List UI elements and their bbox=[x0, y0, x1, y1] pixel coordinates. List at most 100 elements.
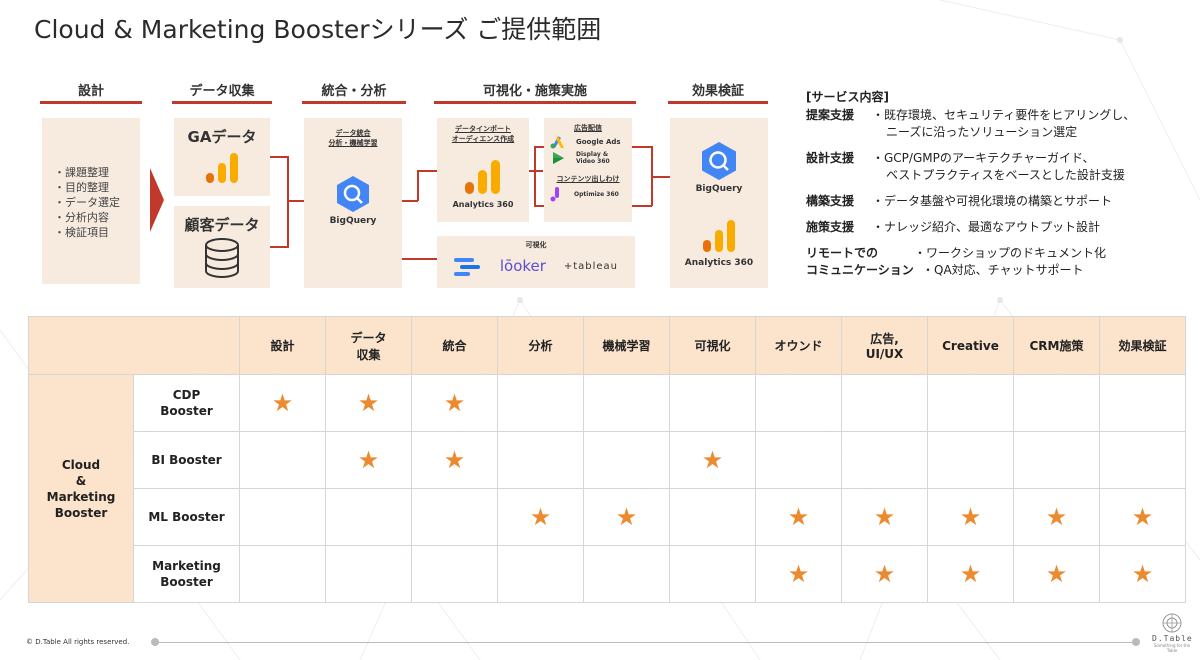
star-icon: ★ bbox=[1045, 560, 1068, 588]
row-name-cell: BI Booster bbox=[133, 431, 240, 489]
star-cell: ★ bbox=[411, 374, 498, 432]
design-item: データ選定 bbox=[54, 195, 120, 210]
brand-logo: D.Table Something for the Table bbox=[1152, 612, 1192, 653]
star-icon: ★ bbox=[443, 389, 466, 417]
integration-subheading: 分析・機械学習 bbox=[328, 139, 378, 147]
empty-cell bbox=[497, 374, 584, 432]
tableau-label: +tableau bbox=[563, 260, 619, 272]
visualization-heading: 可視化 bbox=[525, 241, 547, 249]
service-rows: 提案支援・既存環境、セキュリティ要件をヒアリングし、ニーズに沿ったソリューション… bbox=[806, 107, 1186, 236]
column-header: 設計 bbox=[239, 316, 326, 375]
service-desc-line: ベストプラクティスをベースとした設計支援 bbox=[886, 168, 1125, 182]
connector-line bbox=[270, 246, 288, 248]
connector-line bbox=[529, 170, 543, 172]
star-cell: ★ bbox=[841, 545, 928, 603]
star-icon: ★ bbox=[1131, 503, 1154, 531]
star-icon: ★ bbox=[357, 446, 380, 474]
empty-cell bbox=[669, 488, 756, 546]
display-video-icon bbox=[553, 152, 564, 164]
column-header: オウンド bbox=[755, 316, 842, 375]
empty-cell bbox=[1013, 431, 1100, 489]
empty-cell bbox=[411, 488, 498, 546]
empty-cell bbox=[927, 431, 1014, 489]
connector-line bbox=[651, 176, 671, 178]
remote-desc: ・ワークショップのドキュメント化 bbox=[914, 246, 1107, 260]
flow-arrow-icon bbox=[150, 168, 164, 232]
integration-box: データ統合 分析・機械学習 BigQuery bbox=[304, 118, 402, 288]
empty-cell bbox=[411, 545, 498, 603]
star-icon: ★ bbox=[357, 389, 380, 417]
service-label: 施策支援 bbox=[806, 220, 855, 234]
star-icon: ★ bbox=[787, 560, 810, 588]
empty-cell bbox=[1013, 374, 1100, 432]
empty-cell bbox=[669, 545, 756, 603]
analytics-icon bbox=[465, 160, 500, 194]
connector-line bbox=[287, 200, 305, 202]
empty-cell bbox=[239, 545, 326, 603]
visualization-box: 可視化 lōoker +tableau bbox=[437, 236, 635, 288]
database-icon bbox=[205, 238, 239, 278]
connector-line bbox=[534, 146, 544, 148]
star-icon: ★ bbox=[1131, 560, 1154, 588]
empty-cell bbox=[755, 374, 842, 432]
table-row: ML Booster★★★★★★★ bbox=[29, 488, 1186, 546]
empty-cell bbox=[239, 488, 326, 546]
star-cell: ★ bbox=[325, 374, 412, 432]
column-header: 機械学習 bbox=[583, 316, 670, 375]
star-icon: ★ bbox=[873, 560, 896, 588]
flow-diagram: 設計 データ収集 統合・分析 可視化・施策実施 効果検証 課題整理 目的整理 デ… bbox=[0, 0, 790, 300]
data-studio-icon bbox=[453, 258, 480, 276]
service-desc-line: ・既存環境、セキュリティ要件をヒアリングし、 bbox=[872, 108, 1136, 122]
display-video-label: Display & bbox=[576, 151, 609, 158]
star-cell: ★ bbox=[1099, 488, 1186, 546]
service-label: 設計支援 bbox=[806, 151, 855, 165]
connector-line bbox=[270, 156, 288, 158]
star-icon: ★ bbox=[959, 560, 982, 588]
star-icon: ★ bbox=[615, 503, 638, 531]
connector-line bbox=[287, 156, 289, 248]
audience-heading: オーディエンス作成 bbox=[451, 135, 515, 143]
connector-line bbox=[632, 146, 652, 148]
table-row: Marketing Booster★★★★★ bbox=[29, 545, 1186, 603]
star-icon: ★ bbox=[873, 503, 896, 531]
brand-tagline: Something for the Table bbox=[1153, 643, 1191, 653]
analytics-label: Analytics 360 bbox=[452, 200, 514, 209]
optimize-label: Optimize 360 bbox=[574, 190, 619, 198]
column-header: 広告, UI/UX bbox=[841, 316, 928, 375]
design-item: 分析内容 bbox=[54, 210, 120, 225]
group-label-cell: Cloud & Marketing Booster bbox=[28, 374, 134, 603]
design-item: 検証項目 bbox=[54, 225, 120, 240]
star-cell: ★ bbox=[1099, 545, 1186, 603]
column-header: 効果検証 bbox=[1099, 316, 1186, 375]
ga-data-box: GAデータ bbox=[174, 118, 270, 196]
import-heading: データインポート bbox=[455, 125, 511, 133]
star-cell: ★ bbox=[841, 488, 928, 546]
connector-line bbox=[534, 205, 544, 207]
service-label: 構築支援 bbox=[806, 194, 855, 208]
google-ads-icon bbox=[550, 136, 564, 149]
footer-divider bbox=[155, 642, 1135, 643]
content-heading: コンテンツ出しわけ bbox=[556, 175, 620, 183]
star-cell: ★ bbox=[239, 374, 326, 432]
table-corner-cell bbox=[28, 316, 240, 375]
empty-cell bbox=[497, 431, 584, 489]
empty-cell bbox=[1099, 431, 1186, 489]
google-ads-label: Google Ads bbox=[576, 138, 621, 146]
integration-heading: データ統合 bbox=[335, 129, 371, 137]
empty-cell bbox=[583, 374, 670, 432]
bigquery-label: BigQuery bbox=[329, 216, 377, 226]
service-desc-line: ・データ基盤や可視化環境の構築とサポート bbox=[872, 194, 1113, 208]
row-name-cell: CDP Booster bbox=[133, 374, 240, 432]
bigquery-icon bbox=[337, 176, 369, 212]
ga-data-label: GAデータ bbox=[187, 128, 257, 146]
footer-dot bbox=[1132, 638, 1140, 646]
empty-cell bbox=[325, 545, 412, 603]
star-icon: ★ bbox=[1045, 503, 1068, 531]
ads-box: 広告配信 Google Ads Display & Video 360 コンテン… bbox=[544, 118, 632, 222]
empty-cell bbox=[583, 431, 670, 489]
star-cell: ★ bbox=[669, 431, 756, 489]
star-cell: ★ bbox=[583, 488, 670, 546]
